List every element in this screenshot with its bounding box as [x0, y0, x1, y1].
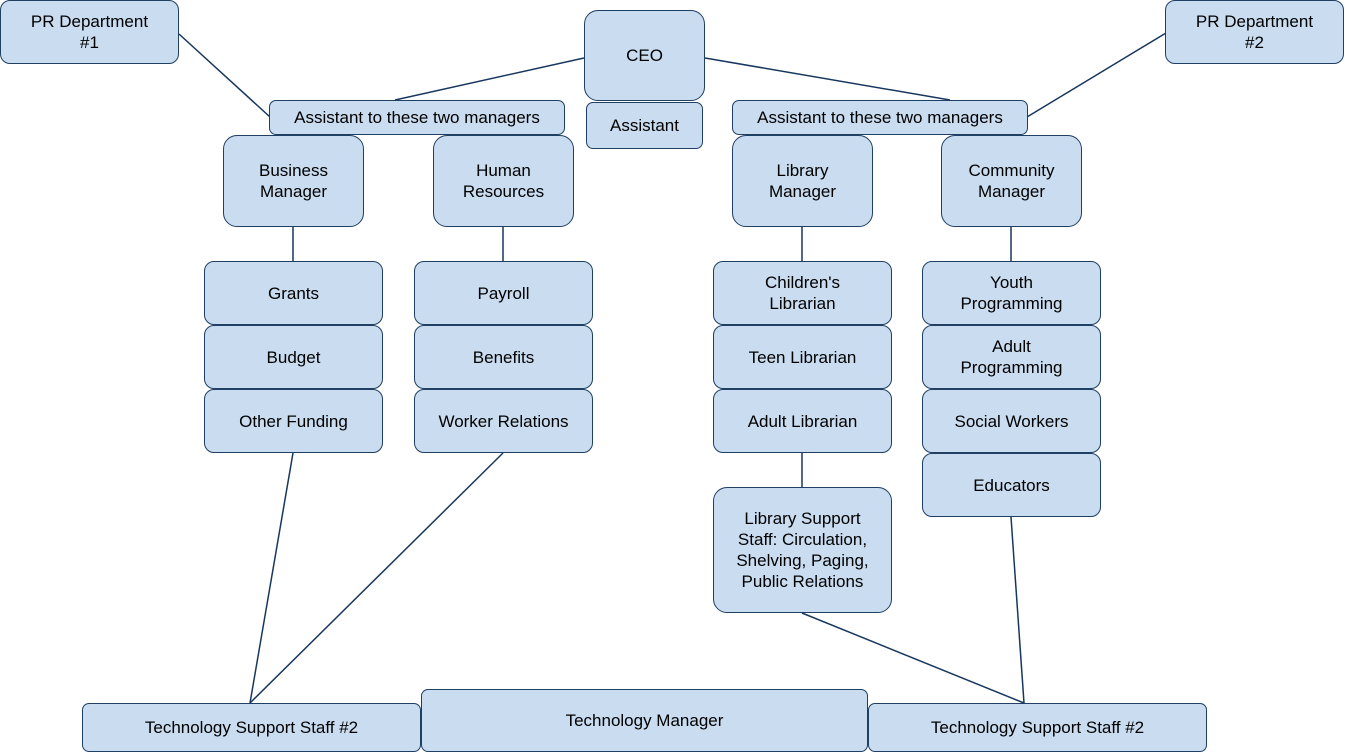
- connector-pr1-to-assistant-left: [178, 33, 271, 118]
- node-tech-support-left: Technology Support Staff #2: [82, 703, 421, 752]
- node-assistant-left: Assistant to these two managers: [269, 100, 565, 135]
- node-human-resources: Human Resources: [433, 135, 574, 227]
- node-grants: Grants: [204, 261, 383, 325]
- connector-support-staff-to-tech-right: [801, 612, 1025, 704]
- connector-worker-relations-to-tech-left: [249, 452, 504, 704]
- node-social-workers: Social Workers: [922, 389, 1101, 453]
- node-tech-support-right: Technology Support Staff #2: [868, 703, 1207, 752]
- node-adult-programming: Adult Programming: [922, 325, 1101, 389]
- node-technology-manager: Technology Manager: [421, 689, 868, 752]
- node-payroll: Payroll: [414, 261, 593, 325]
- node-childrens-librarian: Children's Librarian: [713, 261, 892, 325]
- node-other-funding: Other Funding: [204, 389, 383, 453]
- node-worker-relations: Worker Relations: [414, 389, 593, 453]
- node-teen-librarian: Teen Librarian: [713, 325, 892, 389]
- node-ceo: CEO: [584, 10, 705, 101]
- node-pr-department-1: PR Department #1: [0, 0, 179, 64]
- node-library-support-staff: Library Support Staff: Circulation, Shel…: [713, 487, 892, 613]
- connector-educators-to-tech-right: [1010, 516, 1025, 704]
- node-community-manager: Community Manager: [941, 135, 1082, 227]
- node-youth-programming: Youth Programming: [922, 261, 1101, 325]
- node-benefits: Benefits: [414, 325, 593, 389]
- node-library-manager: Library Manager: [732, 135, 873, 227]
- connector-pr2-to-assistant-right: [1026, 32, 1167, 118]
- node-assistant-right: Assistant to these two managers: [732, 100, 1028, 135]
- connector-ceo-to-assistant-left: [394, 57, 585, 101]
- node-pr-department-2: PR Department #2: [1165, 0, 1344, 64]
- node-budget: Budget: [204, 325, 383, 389]
- node-educators: Educators: [922, 453, 1101, 517]
- node-business-manager: Business Manager: [223, 135, 364, 227]
- node-adult-librarian: Adult Librarian: [713, 389, 892, 453]
- node-assistant: Assistant: [586, 102, 703, 149]
- connector-ceo-to-assistant-right: [704, 57, 951, 101]
- connector-other-funding-to-tech-left: [249, 452, 294, 704]
